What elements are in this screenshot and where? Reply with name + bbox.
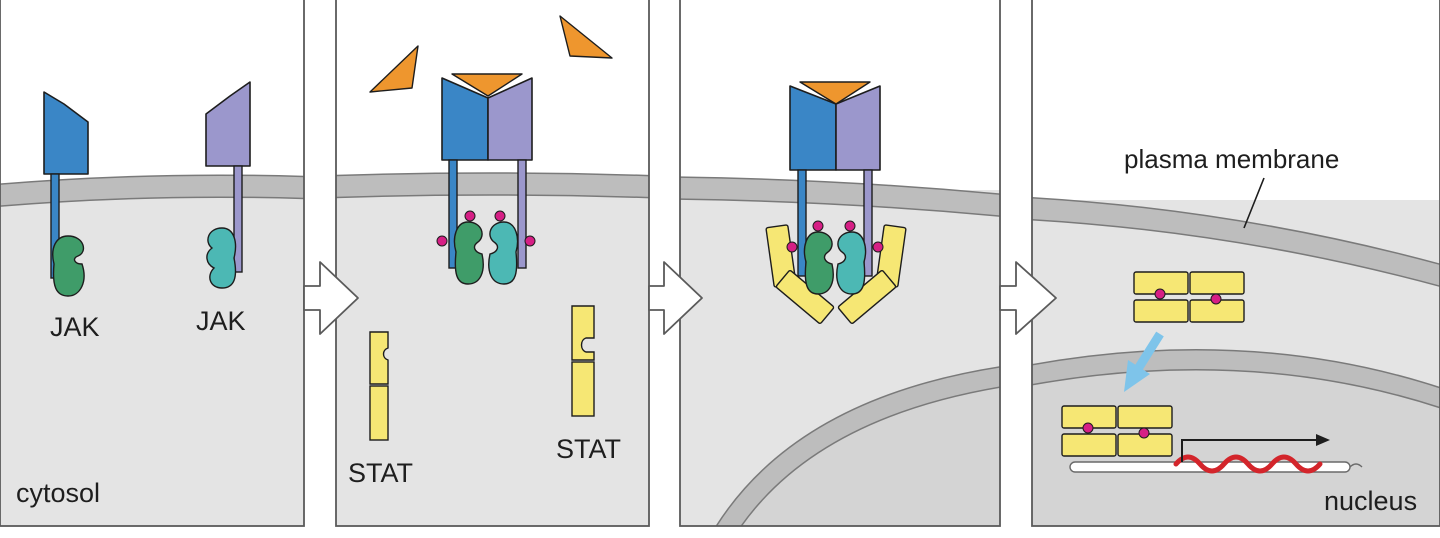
transcription-arrow bbox=[1181, 434, 1330, 462]
jak-teal bbox=[836, 231, 867, 295]
stat-dimer-cytosol bbox=[1133, 271, 1245, 323]
panel-1: JAK JAK cytosol bbox=[0, 81, 304, 526]
plasma-membrane-label: plasma membrane bbox=[1124, 144, 1339, 174]
ligand-bound bbox=[799, 81, 871, 105]
jak-label-right: JAK bbox=[196, 306, 246, 336]
ligand-right bbox=[559, 15, 613, 59]
cytosol-label: cytosol bbox=[16, 478, 100, 508]
receptor-dimer bbox=[436, 73, 536, 285]
mrna-wave bbox=[1173, 454, 1323, 474]
translocation-arrow bbox=[1124, 331, 1164, 392]
panel-3 bbox=[680, 81, 1000, 526]
step-arrow-1 bbox=[303, 261, 359, 335]
jak-label-left: JAK bbox=[50, 312, 100, 342]
stat-dimer-nucleus bbox=[1061, 405, 1173, 457]
ligand-bound bbox=[451, 73, 523, 97]
ligand-left bbox=[369, 45, 419, 93]
stat-label-left: STAT bbox=[348, 458, 413, 488]
jak-green bbox=[803, 231, 834, 295]
nucleus-label: nucleus bbox=[1324, 486, 1417, 516]
jak-teal bbox=[206, 227, 237, 289]
panel-4: plasma membrane nucleus bbox=[1032, 144, 1440, 526]
receptor-purple bbox=[205, 81, 251, 273]
jak-teal bbox=[488, 221, 519, 285]
stat-left bbox=[369, 331, 389, 441]
plasma-membrane-leader bbox=[1243, 177, 1265, 229]
stat-right bbox=[571, 305, 595, 417]
step-arrow-3 bbox=[999, 261, 1057, 335]
jak-green bbox=[453, 221, 484, 285]
receptor-blue bbox=[43, 91, 89, 279]
step-arrow-2 bbox=[648, 261, 703, 335]
receptor-dimer bbox=[765, 81, 907, 324]
stat-label-right: STAT bbox=[556, 434, 621, 464]
jak-green bbox=[52, 235, 85, 297]
panel-2: STAT STAT bbox=[336, 15, 649, 526]
